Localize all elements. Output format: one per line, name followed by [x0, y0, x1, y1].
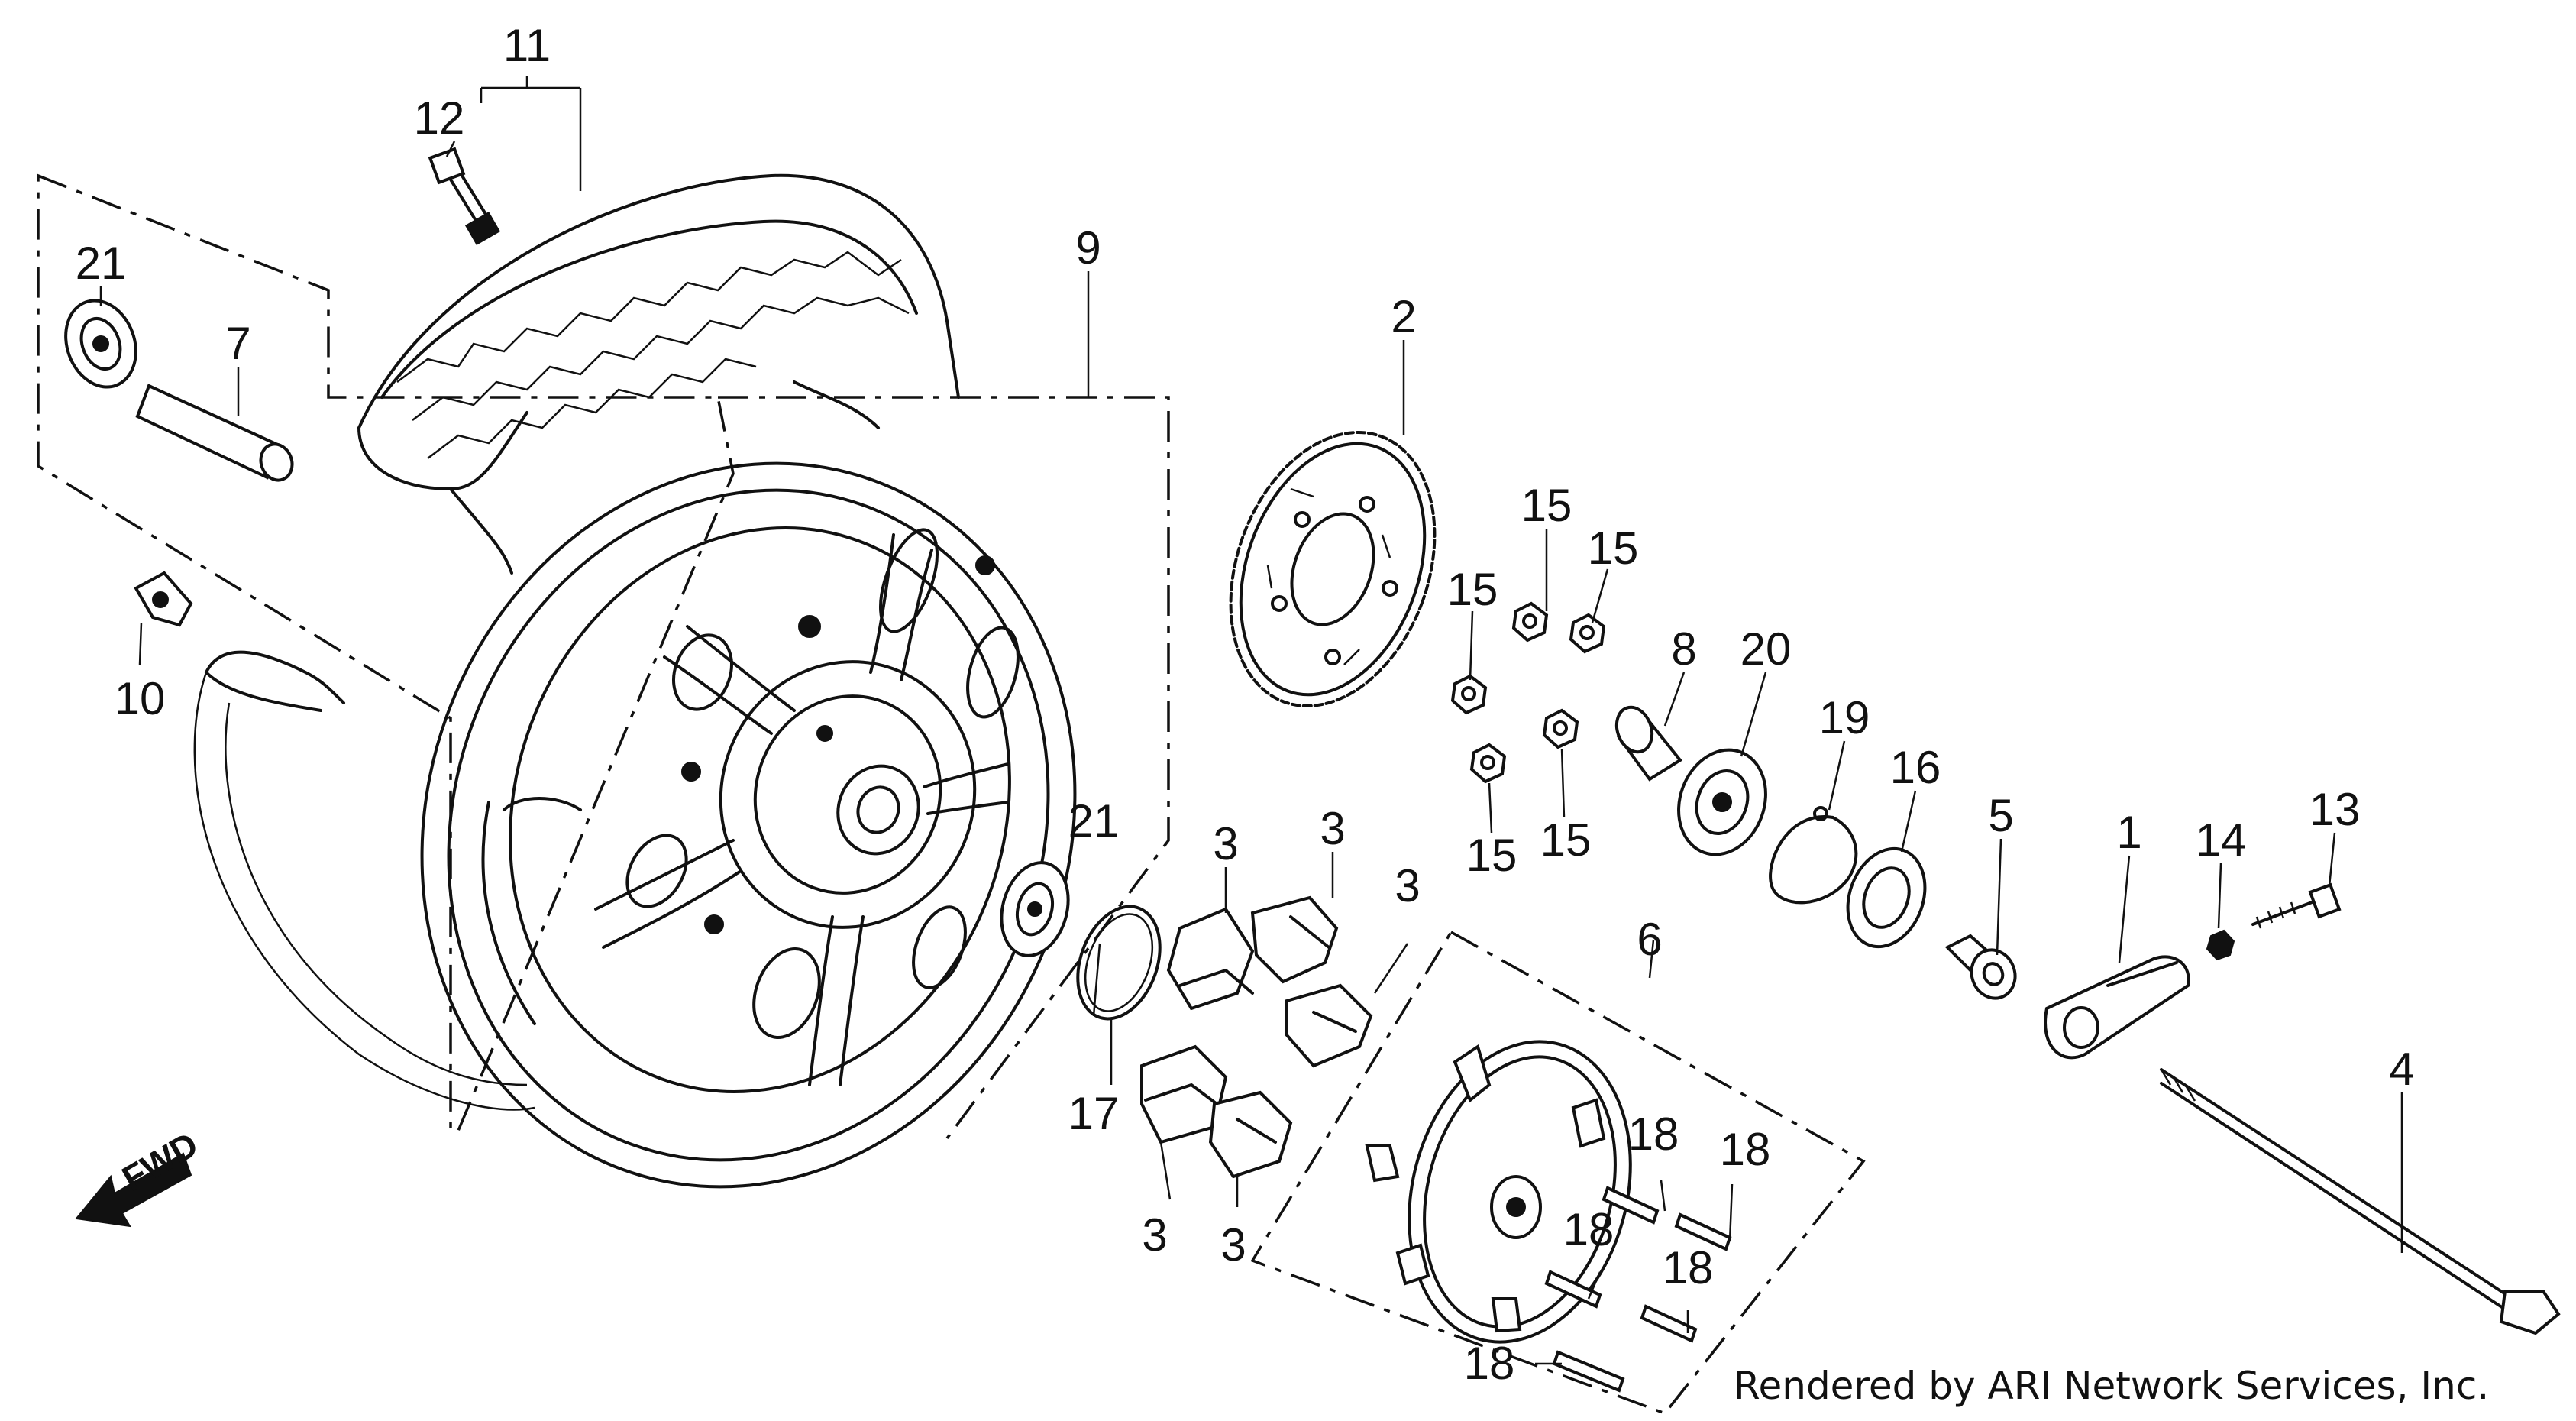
callout-3-a: 3 — [1213, 818, 1238, 869]
o-ring — [1076, 905, 1162, 1021]
callout-18-b: 18 — [1720, 1124, 1771, 1175]
callout-8: 8 — [1671, 623, 1696, 675]
group-frame-wheel — [718, 396, 1170, 1140]
callout-12: 12 — [414, 92, 465, 144]
stud-1 — [1602, 1186, 1660, 1225]
adjuster-bolt — [2251, 882, 2342, 929]
callout-16: 16 — [1890, 742, 1941, 793]
bearing-left — [64, 299, 137, 389]
callout-15-c: 15 — [1447, 564, 1498, 615]
callout-15-b: 15 — [1588, 523, 1639, 574]
callout-21-left: 21 — [76, 238, 127, 289]
callout-21-right: 21 — [1068, 795, 1120, 846]
driven-flange — [1365, 1040, 1632, 1344]
callout-15-d: 15 — [1540, 814, 1592, 866]
damper-1 — [1166, 907, 1255, 1011]
nut-3 — [1450, 674, 1488, 715]
callout-18-e: 18 — [1464, 1338, 1515, 1389]
wheel — [420, 461, 1077, 1189]
damper-2 — [1250, 895, 1339, 984]
callout-3-b: 3 — [1320, 803, 1345, 854]
rim-clip — [134, 571, 193, 627]
callout-18-d: 18 — [1663, 1242, 1714, 1293]
adjuster-nut — [2206, 929, 2235, 961]
callout-15-a: 15 — [1521, 480, 1572, 531]
callout-9: 9 — [1075, 222, 1101, 274]
axle-collar — [1944, 934, 2017, 1000]
distance-collar — [1614, 705, 1682, 782]
group-frame-left — [37, 173, 735, 1132]
callout-4: 4 — [2389, 1044, 2414, 1095]
callout-11: 11 — [503, 20, 551, 71]
callout-19: 19 — [1819, 692, 1870, 743]
damper-3 — [1285, 983, 1373, 1068]
stud-3 — [1544, 1270, 1602, 1309]
callout-18-a: 18 — [1628, 1109, 1679, 1160]
nut-4 — [1542, 708, 1579, 749]
tire — [357, 173, 960, 575]
callout-18-c: 18 — [1563, 1204, 1614, 1255]
callout-13: 13 — [2309, 784, 2361, 835]
callout-20: 20 — [1740, 623, 1792, 675]
damper-4 — [1140, 1044, 1228, 1144]
chain-adjuster — [2044, 955, 2190, 1060]
sprocket — [1229, 430, 1437, 708]
callout-10: 10 — [115, 673, 166, 724]
rim-band — [193, 650, 535, 1111]
stud-5 — [1552, 1350, 1625, 1393]
callout-7: 7 — [225, 318, 250, 369]
leader-lines — [99, 76, 2403, 1365]
axle — [2160, 1068, 2561, 1335]
nut-2 — [1569, 613, 1606, 654]
stud-2 — [1674, 1212, 1732, 1251]
callout-5: 5 — [1988, 790, 2013, 841]
callout-1: 1 — [2116, 807, 2141, 858]
group-frame-hub — [1250, 930, 1866, 1416]
callout-6: 6 — [1637, 914, 1662, 965]
bearing-sprocket — [1677, 748, 1767, 856]
nut-1 — [1511, 601, 1549, 643]
oil-seal — [1846, 846, 1927, 949]
callout-15-e: 15 — [1466, 830, 1517, 881]
forward-arrow-icon — [75, 1152, 192, 1228]
circlip — [1769, 806, 1858, 905]
bearing-right — [1000, 861, 1070, 957]
credit-text: Rendered by ARI Network Services, Inc. — [1734, 1364, 2490, 1408]
callout-2: 2 — [1391, 291, 1416, 342]
callout-3-e: 3 — [1220, 1219, 1246, 1270]
callout-17: 17 — [1068, 1088, 1120, 1139]
callout-3-c: 3 — [1395, 860, 1420, 911]
damper-5 — [1208, 1090, 1293, 1179]
callout-3-d: 3 — [1142, 1209, 1167, 1261]
stud-4 — [1640, 1304, 1698, 1343]
callout-14: 14 — [2196, 814, 2247, 866]
nut-5 — [1469, 743, 1507, 784]
valve-stem — [428, 147, 501, 245]
collar — [135, 384, 294, 482]
